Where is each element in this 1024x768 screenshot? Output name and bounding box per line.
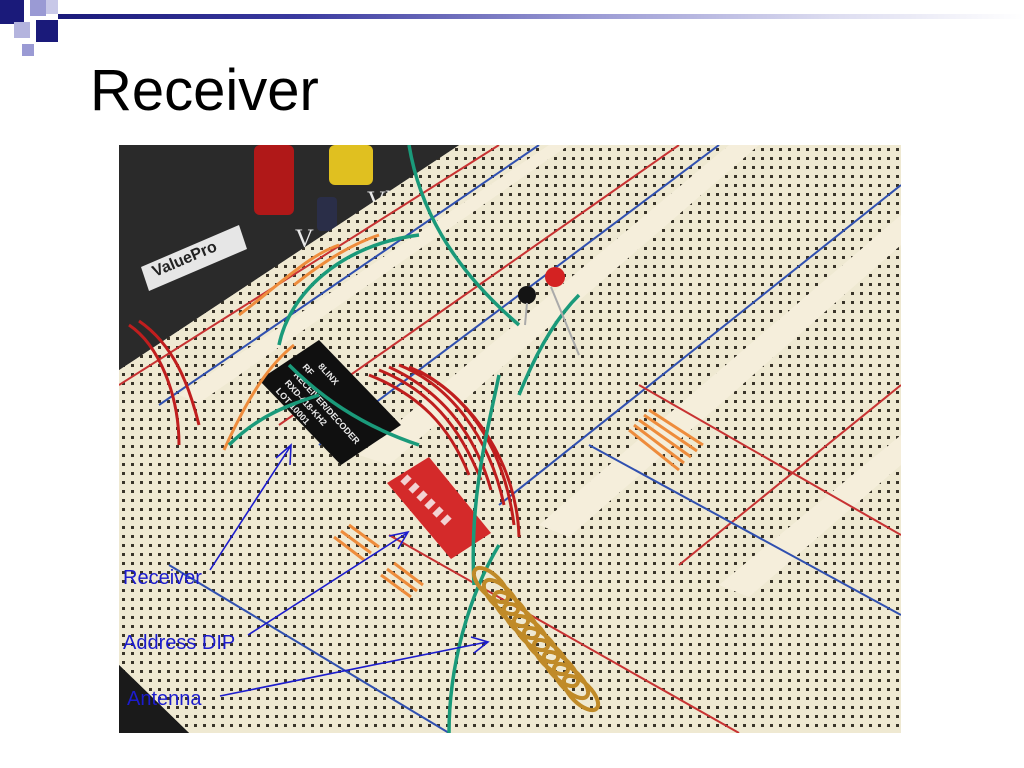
receiver-label: Receiver (123, 567, 202, 589)
antenna-coil (471, 565, 601, 713)
corner-decoration (0, 0, 90, 60)
breadboard-photo: ValuePro V Vb Vc (119, 145, 901, 733)
dip-switch (387, 457, 491, 559)
slide-title: Receiver (90, 58, 319, 123)
green-wires (227, 145, 581, 733)
led-transistor (518, 267, 580, 356)
antenna-label: Antenna (127, 688, 202, 710)
title-bar-line (58, 14, 1024, 19)
address-dip-label: Address DIP (123, 632, 236, 654)
red-wires (128, 319, 521, 538)
